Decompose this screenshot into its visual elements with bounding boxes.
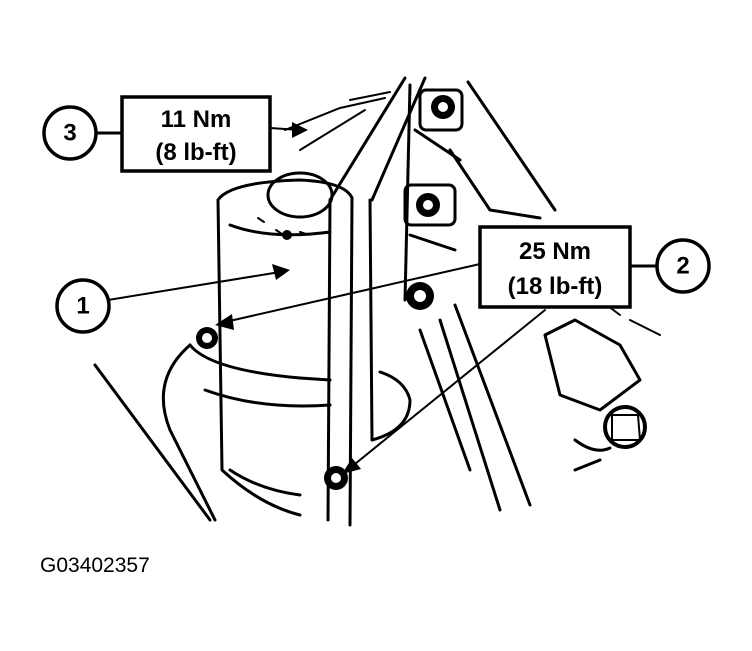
callout-3-number: 3 [63,120,76,147]
leader-lines [107,122,546,474]
torque-imperial-8: (8 lb-ft) [155,139,236,166]
callout-1-number: 1 [76,293,89,320]
callout-1: 1 [55,278,111,334]
torque-metric-25: 25 Nm [519,238,591,265]
torque-box-25nm: 25 Nm (18 lb-ft) [478,225,632,309]
torque-metric-11: 11 Nm [161,106,232,133]
figure-id: G03402357 [40,554,150,577]
starter-motor-illustration [93,76,661,527]
callout-2-number: 2 [676,253,689,280]
callout-2: 2 [628,238,711,294]
callout-3: 3 [42,105,124,161]
torque-box-11nm: 11 Nm (8 lb-ft) [120,95,272,173]
torque-imperial-18: (18 lb-ft) [508,273,603,300]
